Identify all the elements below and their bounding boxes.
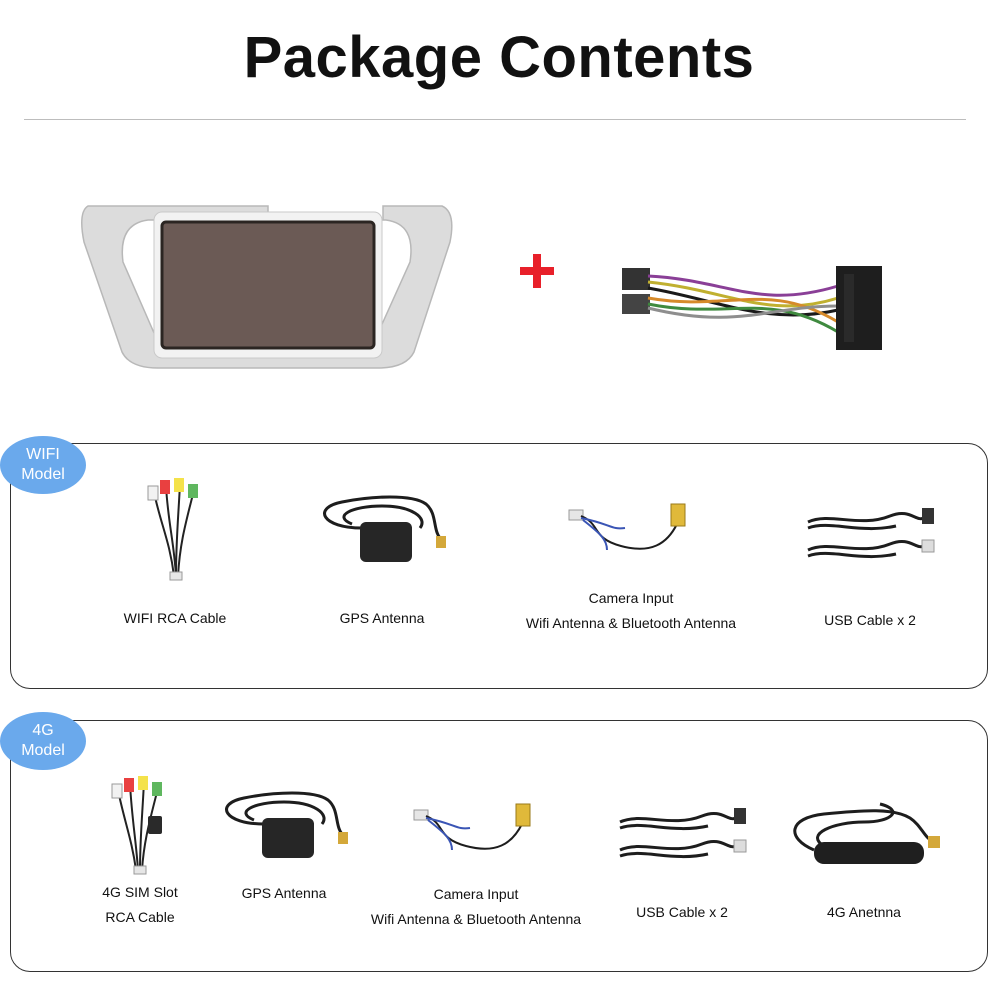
wifi-item-usb-cable: USB Cable x 2 <box>800 498 940 633</box>
gps-antenna-icon <box>323 495 446 562</box>
4g-item-camera-label-1: Camera Input <box>433 886 519 902</box>
plus-icon <box>520 254 554 288</box>
head-unit-icon <box>81 205 453 369</box>
wifi-item-camera-label-2: Wifi Antenna & Bluetooth Antenna <box>525 615 737 631</box>
page-title: Package Contents <box>243 25 755 90</box>
4g-item-usb-cable: USB Cable x 2 <box>608 798 756 925</box>
wifi-model-badge: WIFI Model <box>0 436 86 494</box>
gps-antenna-icon <box>225 791 348 858</box>
4g-antenna-icon <box>793 802 940 864</box>
wifi-item-camera-label-1: Camera Input <box>588 590 674 606</box>
wifi-item-camera-wifi-bt: Camera Input Wifi Antenna & Bluetooth An… <box>508 494 754 636</box>
wifi-item-usb-cable-label: USB Cable x 2 <box>824 612 916 628</box>
camera-wifi-bt-cable-icon <box>568 503 686 551</box>
4g-item-4g-antenna-label: 4G Anetnna <box>827 904 901 920</box>
4g-item-gps-antenna: GPS Antenna <box>214 784 354 906</box>
sim-rca-cable-icon <box>111 776 162 875</box>
camera-wifi-bt-cable-icon <box>413 803 531 851</box>
4g-item-gps-antenna-label: GPS Antenna <box>241 885 327 901</box>
4g-item-sim-label-1: 4G SIM Slot <box>102 884 178 900</box>
4g-item-camera-label-2: Wifi Antenna & Bluetooth Antenna <box>370 911 582 927</box>
wifi-item-gps-antenna-label: GPS Antenna <box>339 610 425 626</box>
4g-model-badge: 4G Model <box>0 712 86 770</box>
wifi-item-rca-cable: WIFI RCA Cable <box>110 472 240 631</box>
wiring-harness-icon <box>622 266 882 350</box>
4g-item-camera-wifi-bt: Camera Input Wifi Antenna & Bluetooth An… <box>360 794 592 932</box>
4g-item-4g-antenna: 4G Anetnna <box>784 798 944 925</box>
usb-cable-icon <box>619 808 747 859</box>
usb-cable-icon <box>807 508 935 559</box>
rca-cable-icon <box>147 478 198 581</box>
wifi-item-rca-cable-label: WIFI RCA Cable <box>123 610 227 626</box>
4g-item-sim-rca-cable: 4G SIM Slot RCA Cable <box>78 772 202 930</box>
wifi-item-gps-antenna: GPS Antenna <box>300 488 464 631</box>
4g-item-sim-label-2: RCA Cable <box>105 909 175 925</box>
4g-item-usb-cable-label: USB Cable x 2 <box>636 904 728 920</box>
main-product-row <box>0 190 998 390</box>
title-divider <box>24 119 966 120</box>
